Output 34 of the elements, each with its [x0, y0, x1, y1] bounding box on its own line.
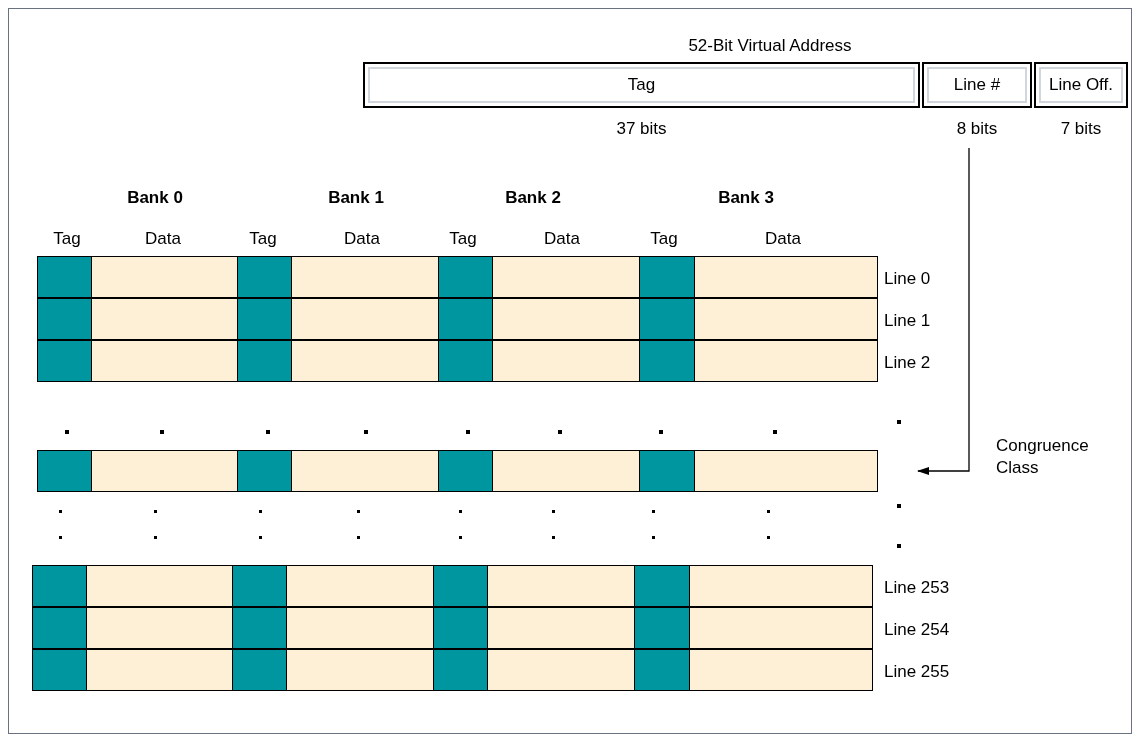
- bank-heading: Bank 3: [717, 187, 775, 209]
- bank-heading: Bank 1: [327, 187, 385, 209]
- column-heading: Tag: [52, 228, 82, 250]
- line-label: Line 2: [884, 352, 931, 374]
- column-heading: Tag: [448, 228, 478, 250]
- field-label: Line #: [953, 74, 1001, 97]
- edge-label: Congruence Class: [996, 435, 1090, 479]
- column-heading: Data: [343, 228, 381, 250]
- title: 52-Bit Virtual Address: [687, 35, 853, 57]
- column-heading: Tag: [649, 228, 679, 250]
- cache-line-row: [32, 607, 873, 649]
- cache-line-row: [37, 298, 878, 340]
- bank-heading: Bank 0: [126, 187, 184, 209]
- line-label: Line 253: [884, 577, 950, 599]
- bit-width: 37 bits: [615, 118, 668, 140]
- bit-width: 7 bits: [1059, 118, 1103, 140]
- bank-heading: Bank 2: [504, 187, 562, 209]
- arrow: [917, 147, 970, 475]
- cache-line-row: [37, 340, 878, 382]
- field-label: Tag: [627, 74, 656, 97]
- cache-line-row: [37, 450, 878, 492]
- field-label: Line Off.: [1049, 74, 1113, 97]
- cache-line-row: [37, 256, 878, 298]
- bit-width: 8 bits: [955, 118, 999, 140]
- line-label: Line 0: [884, 268, 931, 290]
- line-label: Line 254: [884, 619, 950, 641]
- line-label: Line 255: [884, 661, 950, 683]
- column-heading: Tag: [248, 228, 278, 250]
- cache-line-row: [32, 565, 873, 607]
- cache-line-row: [32, 649, 873, 691]
- column-heading: Data: [764, 228, 802, 250]
- column-heading: Data: [144, 228, 182, 250]
- line-label: Line 1: [884, 310, 931, 332]
- column-heading: Data: [543, 228, 581, 250]
